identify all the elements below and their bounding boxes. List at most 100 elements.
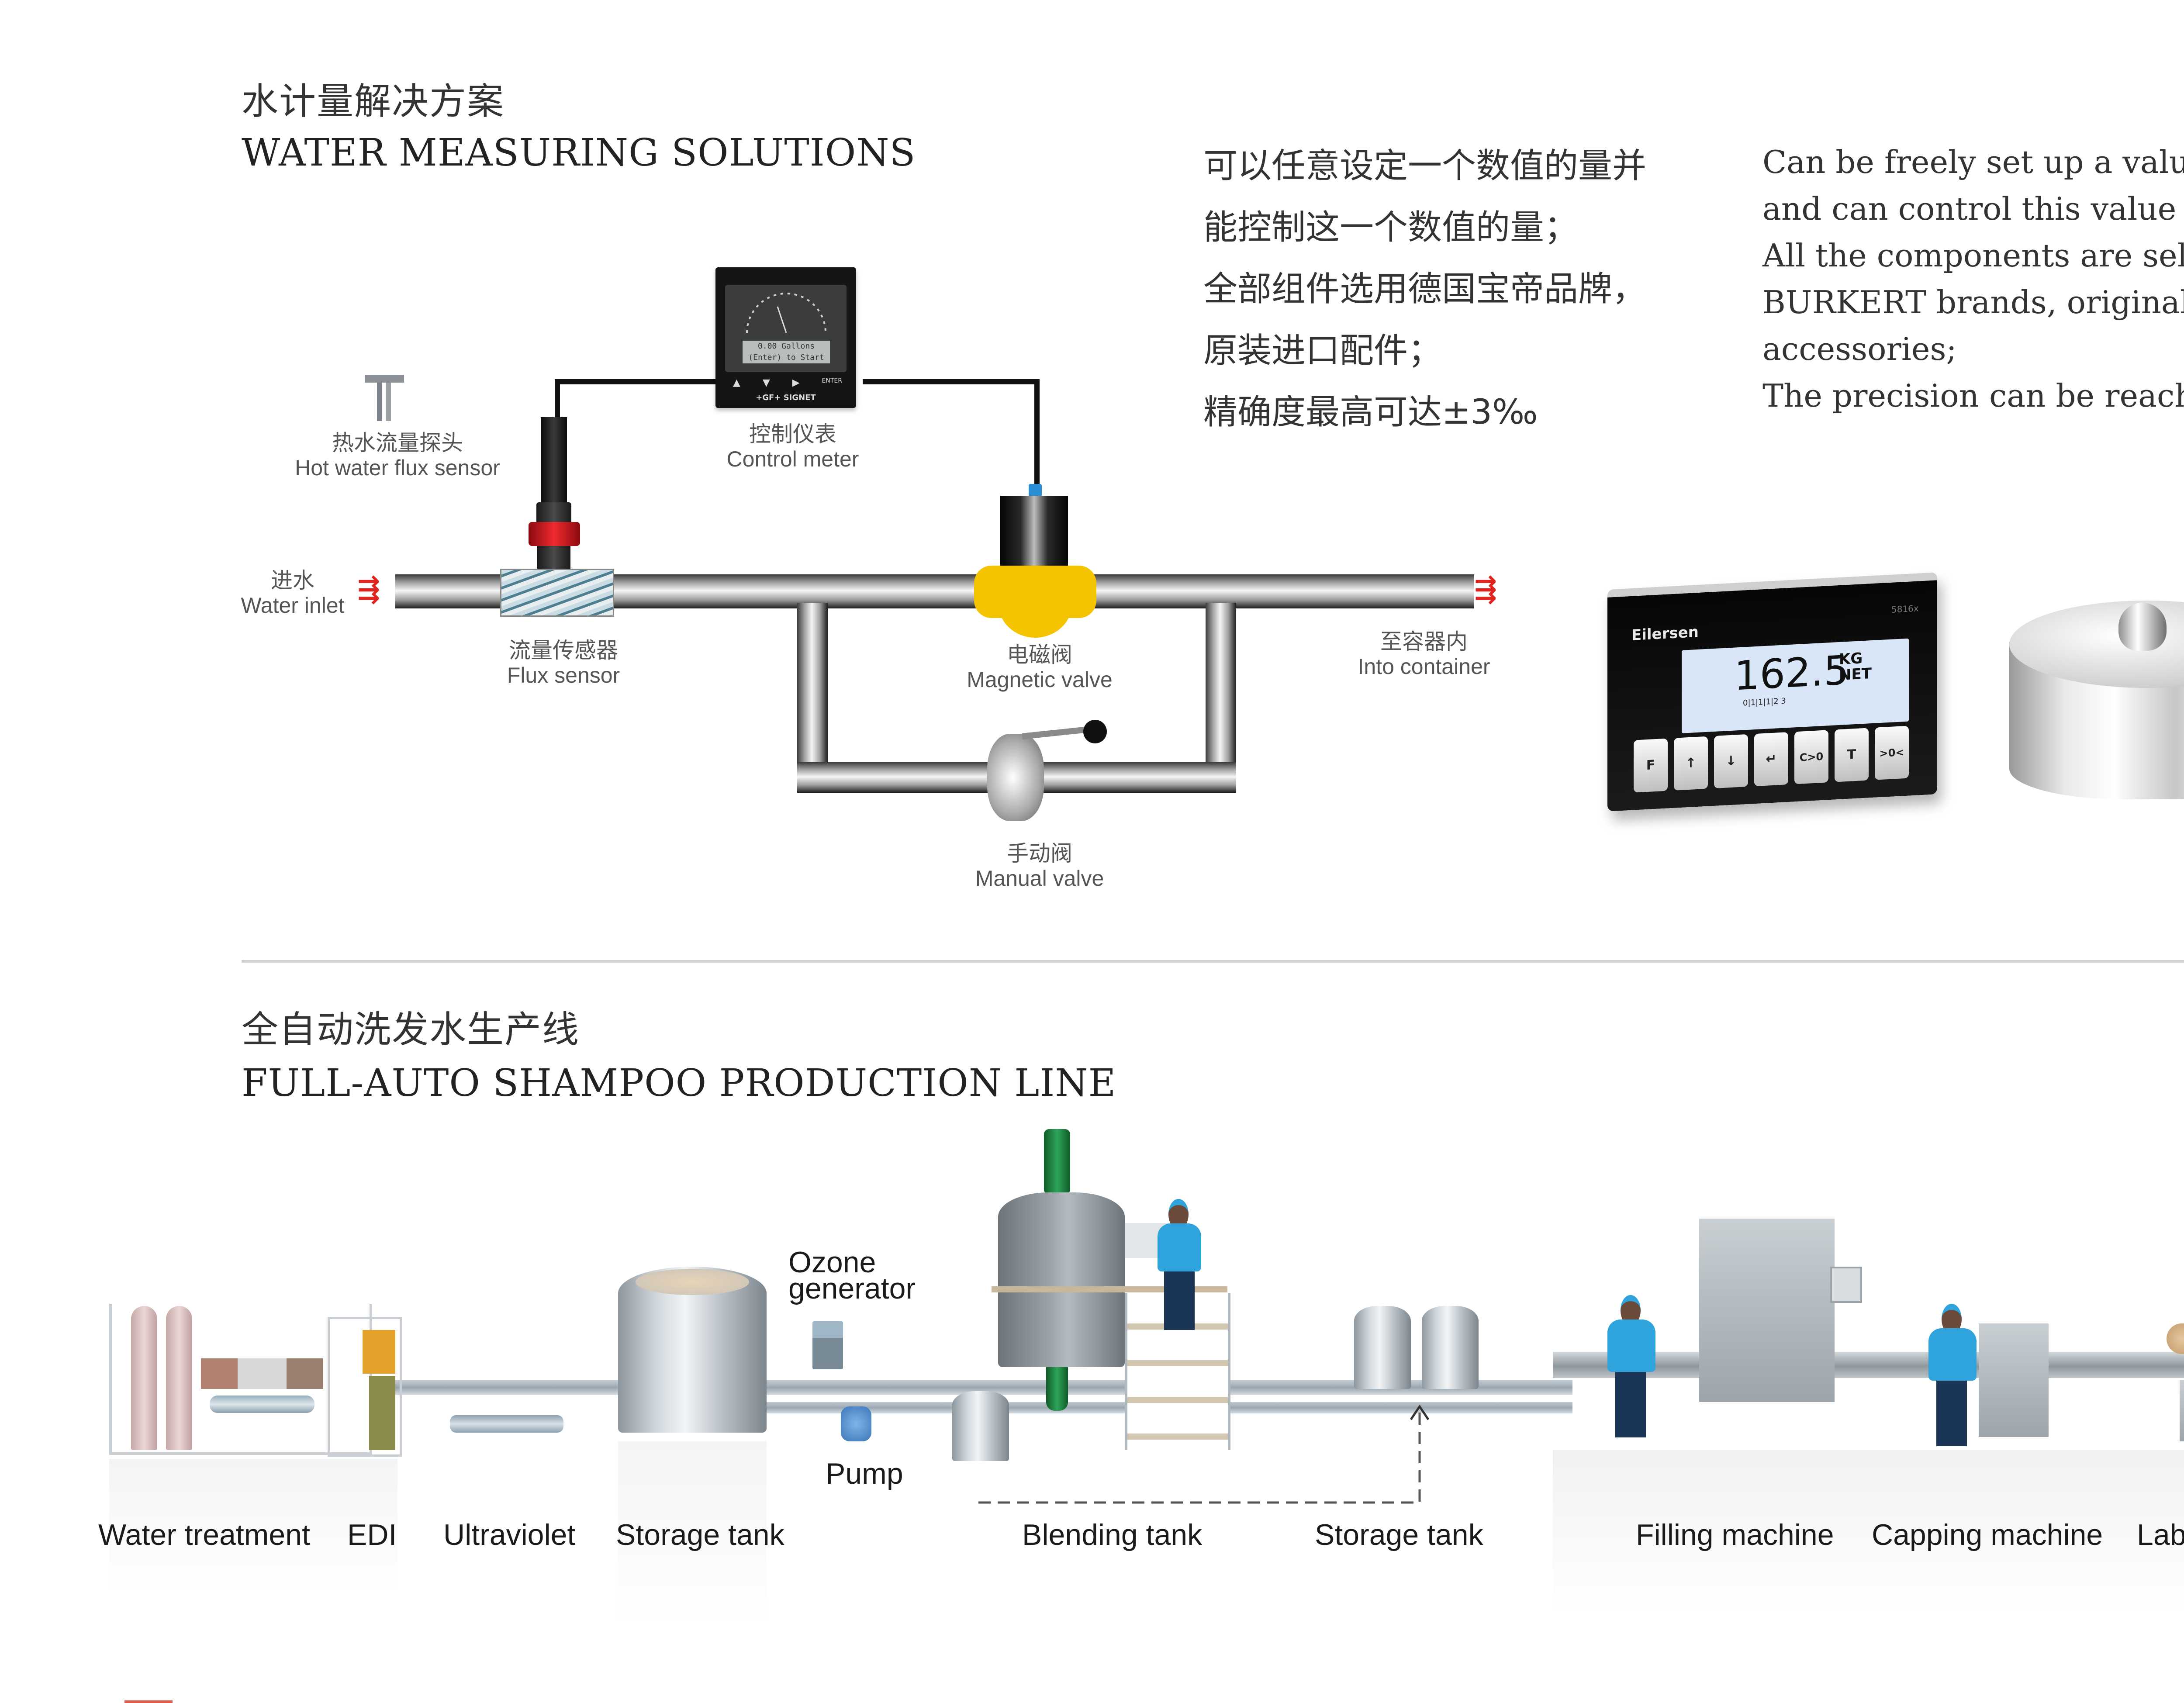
worker-shirt [1158, 1223, 1201, 1271]
description-en-line: Can be freely set up a value amount [1762, 144, 2184, 180]
meter-lcd: 0.00 Gallons (Enter) to Start [743, 341, 830, 363]
label-cn: 至容器内 [1380, 629, 1468, 654]
worker-figure [1924, 1304, 1981, 1448]
label-ozone-generator: Ozone generator [788, 1247, 916, 1305]
description-en-line: accessories; [1762, 331, 1957, 367]
label-water-inlet: 进水 Water inlet [227, 568, 358, 618]
storage-tank-2a [1354, 1306, 1411, 1389]
bottom-accent-bar [124, 1700, 173, 1703]
label-en: Flux sensor [507, 663, 620, 687]
manual-valve-knob [1083, 720, 1107, 743]
indicator-key-zero[interactable]: >0< [1875, 725, 1909, 780]
label-labeling-machine: Labeling machine [2137, 1518, 2184, 1551]
labeling-machine [2180, 1380, 2184, 1441]
filling-machine [1699, 1219, 1835, 1402]
label-cn: 流量传感器 [509, 638, 618, 663]
transfer-dashed-line-icon [978, 1404, 1430, 1504]
outlet-arrow-icon: ⇶ [1474, 573, 1497, 605]
water-treatment-column [131, 1306, 157, 1450]
blending-tank [998, 1192, 1125, 1367]
blending-tank-outlet [1046, 1367, 1068, 1411]
indicator-key-f[interactable]: F [1634, 738, 1668, 793]
feed-tank [952, 1391, 1009, 1461]
description-cn: 可以任意设定一个数值的量并 能控制这一个数值的量； 全部组件选用德国宝帝品牌， … [1203, 135, 1646, 443]
indicator-unit: KG NET [1839, 649, 1872, 684]
edi-module [369, 1376, 395, 1450]
label-control-meter: 控制仪表 Control meter [679, 421, 906, 471]
meter-up-button[interactable]: ▲ [733, 377, 740, 388]
line-section-title-cn: 全自动洗发水生产线 [242, 1008, 580, 1051]
label-en: Magnetic valve [967, 667, 1113, 692]
label-cn: 控制仪表 [749, 422, 836, 446]
description-cn-line: 原装进口配件； [1203, 331, 1442, 370]
label-magnetic-valve: 电磁阀 Magnetic valve [922, 642, 1158, 692]
indicator-key-up[interactable]: ↑ [1674, 736, 1708, 791]
water-treatment-panel [201, 1358, 323, 1389]
indicator-reading: 162.5 [1734, 646, 1849, 700]
capping-machine [1979, 1323, 2049, 1437]
section-divider [242, 960, 2184, 963]
gauge-arc-icon [746, 293, 826, 333]
indicator-brand: Eilersen [1631, 623, 1699, 644]
label-water-treatment: Water treatment [98, 1518, 310, 1551]
meter-down-button[interactable]: ▼ [762, 377, 770, 388]
signal-wire [863, 379, 1040, 384]
label-cn: 进水 [271, 568, 314, 593]
floor-reflection [109, 1459, 397, 1590]
floor-reflection [618, 1441, 767, 1625]
mixer-motor [1044, 1129, 1070, 1195]
label-filling-machine: Filling machine [1636, 1518, 1834, 1551]
label-storage-tank-1: Storage tank [616, 1518, 784, 1551]
edi-control-box [363, 1330, 395, 1374]
label-ozone-line: generator [788, 1272, 916, 1305]
worker-pants [1936, 1381, 1967, 1446]
pump-unit [841, 1406, 871, 1441]
load-cell-button [2118, 603, 2167, 651]
signal-wire [555, 379, 560, 418]
signal-wire [1034, 379, 1040, 484]
meter-lcd-line: 0.00 Gallons [757, 342, 815, 351]
indicator-unit-net: NET [1839, 665, 1872, 684]
meter-brand: +GF+ SIGNET [756, 393, 816, 402]
worker-shirt [1928, 1328, 1977, 1381]
description-en-line: BURKERT brands, original imported [1762, 284, 2184, 321]
worker-figure [1603, 1295, 1660, 1439]
description-cn-line: 精确度最高可达±3‰ [1203, 393, 1538, 432]
description-cn-line: 可以任意设定一个数值的量并 [1203, 146, 1647, 186]
edi-frame [328, 1317, 402, 1457]
label-into-container: 至容器内 Into container [1319, 629, 1529, 679]
label-flux-sensor: 流量传感器 Flux sensor [450, 638, 677, 687]
label-en: Hot water flux sensor [295, 456, 500, 480]
indicator-key-clear[interactable]: C>0 [1794, 730, 1828, 784]
label-manual-valve: 手动阀 Manual valve [922, 841, 1158, 891]
indicator-key-enter[interactable]: ↵ [1754, 732, 1788, 787]
signal-wire [555, 379, 727, 384]
label-en: Control meter [726, 447, 859, 471]
label-en: Water inlet [241, 593, 345, 618]
description-en-line: and can control this value amount; [1762, 190, 2184, 227]
label-en: Manual valve [975, 866, 1104, 891]
ozone-generator-unit [812, 1321, 843, 1369]
meter-right-button[interactable]: ▶ [792, 377, 800, 388]
label-capping-machine: Capping machine [1872, 1518, 2103, 1551]
flux-sensor-chamber [500, 569, 614, 617]
label-edi: EDI [347, 1518, 397, 1551]
flux-sensor-stem [541, 417, 567, 504]
water-treatment-column [166, 1306, 192, 1450]
indicator-key-down[interactable]: ↓ [1714, 734, 1748, 788]
water-treatment-membrane [210, 1396, 314, 1413]
description-en-line: All the components are selected by the [1762, 237, 2184, 274]
control-meter-device: 0.00 Gallons (Enter) to Start ▲ ▼ ▶ ENTE… [715, 267, 856, 408]
meter-enter-button[interactable]: ENTER [822, 377, 842, 384]
description-cn-line: 全部组件选用德国宝帝品牌， [1203, 269, 1647, 309]
magnetic-valve-connector [1029, 484, 1042, 497]
label-roll [2167, 1323, 2184, 1354]
label-cn: 电磁阀 [1007, 643, 1072, 667]
indicator-key-tare[interactable]: T [1835, 728, 1869, 782]
water-inlet-arrow-icon: ⇶ [357, 573, 380, 605]
label-blending-tank: Blending tank [1022, 1518, 1203, 1551]
indicator-lcd: 162.5 KG NET 0|1|1|1|2 3 [1682, 638, 1909, 733]
water-section-title-cn: 水计量解决方案 [242, 80, 505, 123]
label-hot-water-sensor: 热水流量探头 Hot water flux sensor [271, 430, 524, 480]
conveyor [1553, 1352, 2184, 1378]
